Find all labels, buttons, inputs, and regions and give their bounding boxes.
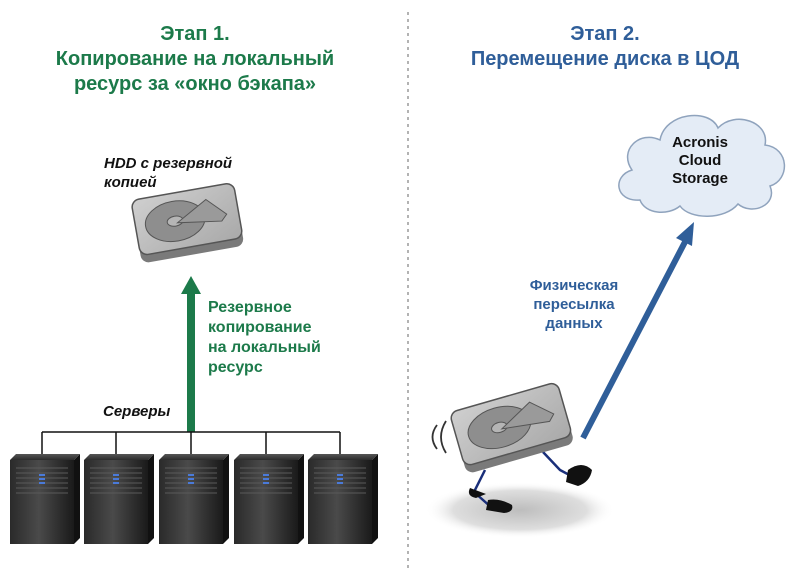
cloud-label-line3: Storage — [672, 170, 728, 187]
stage1-title-line2: Копирование на локальный — [55, 48, 335, 70]
stage1-title-line1: Этап 1. — [160, 23, 230, 45]
hdd-icon — [131, 183, 244, 263]
server-icon — [308, 454, 378, 544]
stage1-title-line3: ресурс за «окно бэкапа» — [73, 73, 317, 95]
backup-label-line4: ресурс — [208, 359, 263, 376]
backup-label-line2: копирование — [208, 319, 312, 336]
server-icon — [234, 454, 304, 544]
servers-label: Серверы — [103, 403, 171, 420]
hdd-label: HDD с резервной копией — [104, 154, 232, 192]
shipping-label-line2: пересылка — [533, 296, 615, 313]
cloud-label: Acronis Cloud Storage — [650, 134, 750, 188]
backup-label-line1: Резервное — [208, 299, 292, 316]
server-icon — [84, 454, 154, 544]
servers-group — [10, 454, 378, 544]
shipping-label-line1: Физическая — [529, 277, 619, 294]
shipping-label-line3: данных — [545, 315, 603, 332]
hdd-label-line2: копией — [104, 174, 157, 191]
shipping-label: Физическая пересылка данных — [514, 276, 634, 333]
cloud-shape — [618, 114, 786, 217]
walking-hdd-icon — [425, 382, 615, 538]
stage2-title-line1: Этап 2. — [570, 23, 640, 45]
stage1-title: Этап 1. Копирование на локальный ресурс … — [0, 22, 390, 97]
hdd-label-line1: HDD с резервной — [104, 155, 233, 172]
stage2-title: Этап 2. Перемещение диска в ЦОД — [410, 22, 800, 72]
cloud-label-line1: Acronis — [672, 134, 728, 151]
server-icon — [159, 454, 229, 544]
stage2-title-line2: Перемещение диска в ЦОД — [470, 48, 740, 70]
server-icon — [10, 454, 80, 544]
server-bus — [41, 431, 341, 458]
shipping-arrow — [580, 222, 694, 440]
cloud-label-line2: Cloud — [678, 152, 722, 169]
backup-label-line3: на локальный — [208, 339, 321, 356]
backup-arrow — [181, 276, 201, 432]
backup-label: Резервное копирование на локальный ресур… — [208, 298, 321, 378]
